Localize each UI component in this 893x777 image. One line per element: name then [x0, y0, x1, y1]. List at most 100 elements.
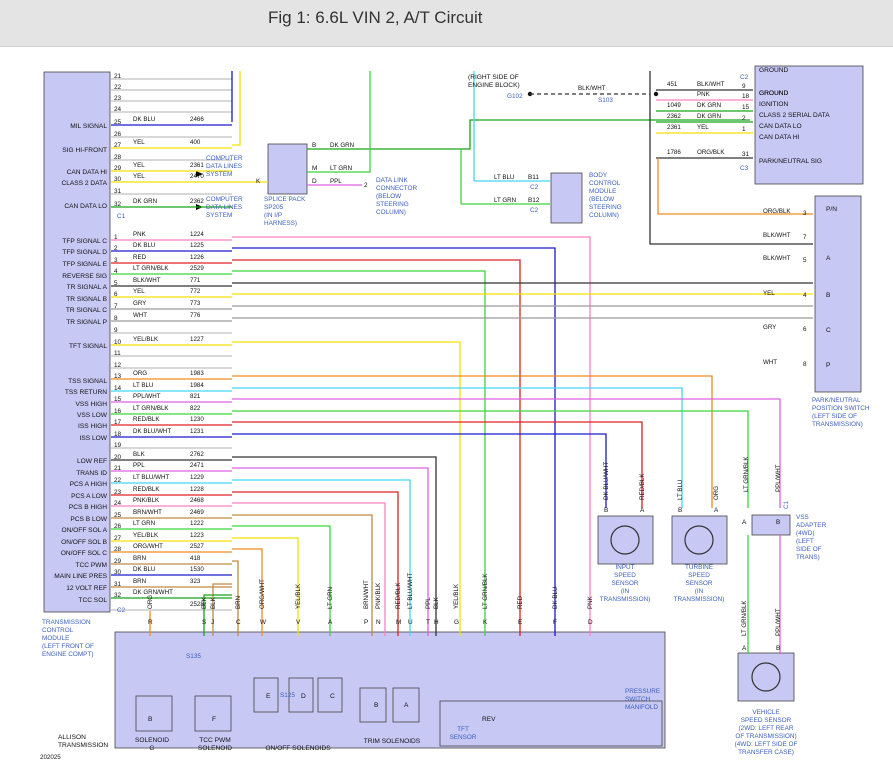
tcm-pin: 24 — [114, 500, 122, 507]
wire-circuit: 773 — [190, 300, 201, 307]
tcm-signal-label: TFP SIGNAL C — [62, 238, 107, 245]
dlc-pin: 2 — [364, 182, 368, 189]
wire-circuit: 2762 — [190, 451, 204, 458]
wire-color: YEL — [133, 288, 145, 295]
pnp-switch-box — [814, 195, 862, 393]
ecm-signal-label: CLASS 2 SERIAL DATA — [759, 112, 830, 119]
wire-color: BRN/WHT — [133, 509, 162, 516]
computer-data-lines-ref-2: DATA LINES — [206, 204, 242, 211]
tcm-signal-label: TR SIGNAL P — [66, 319, 107, 326]
ecm-conn-c2: C2 — [740, 74, 749, 81]
wire — [232, 514, 373, 636]
wire — [232, 525, 331, 636]
trans-wire-color: RED/BLK — [395, 582, 402, 609]
pnp-switch-label: POSITION SWITCH — [812, 405, 870, 412]
wire — [232, 341, 461, 636]
tcm-pin: 7 — [114, 303, 118, 310]
iss-wire-color: RED/BLK — [639, 473, 646, 500]
computer-data-lines-ref-2: COMPUTER — [206, 196, 243, 203]
tcm-pin: 21 — [114, 465, 122, 472]
trans-wire-color: PPL — [425, 597, 432, 609]
tcm-signal-label: TSS RETURN — [65, 389, 107, 396]
splice-pack-label: SPLICE PACK — [264, 196, 306, 203]
dlc-label: COLUMN) — [376, 209, 406, 216]
tcm-signal-label: ON/OFF SOL A — [61, 527, 107, 534]
wire-color: LT GRN — [133, 520, 155, 527]
wire-circuit: 1230 — [190, 416, 204, 423]
pnp-wire-color: BLK/WHT — [763, 255, 791, 262]
wire-color: RED/BLK — [133, 416, 160, 423]
bcm-pin: B12 — [528, 197, 540, 204]
ecm-pin: 9 — [742, 83, 746, 90]
wire-circuit: 1231 — [190, 428, 204, 435]
vss-adapter-wire-color: LT GRN/BLK — [743, 456, 750, 492]
wire — [232, 398, 781, 508]
tft-sensor-label: TFT — [457, 726, 469, 733]
tcm-signal-label: TSS SIGNAL — [68, 378, 107, 385]
wire — [232, 387, 683, 508]
vss-pin: A — [742, 645, 747, 652]
g102-label: G102 — [507, 93, 523, 100]
vss-wire-color: PPL/WHT — [775, 608, 782, 636]
vss-adapter-label: TRANS) — [796, 554, 820, 561]
wire-circuit: 776 — [190, 312, 201, 319]
tcm-pin: 26 — [114, 131, 122, 138]
wire — [232, 479, 411, 636]
wire-color: GRY — [133, 300, 146, 307]
tcm-signal-label: TRANS ID — [76, 470, 107, 477]
wire — [232, 467, 429, 636]
tcm-pin: 27 — [114, 142, 122, 149]
tss-wire-color: ORG — [713, 486, 720, 500]
trans-connector-pin: S — [202, 619, 206, 626]
vss-adapter-pin: B — [776, 519, 780, 526]
tcm-caption: MODULE — [42, 635, 69, 642]
wire-circuit: 1227 — [190, 336, 204, 343]
wire — [307, 71, 371, 173]
tcm-signal-label: MIL SIGNAL — [70, 123, 107, 130]
tcm-signal-label: VSS HIGH — [75, 401, 107, 408]
tcc-solenoid-box — [194, 695, 232, 732]
wire-circuit: 2470 — [190, 173, 204, 180]
trans-wire-color: PNK — [587, 595, 594, 609]
splice-pack-label: (IN I/P — [264, 212, 282, 219]
tcm-pin: 6 — [114, 291, 118, 298]
trans-wire-color: LT BLU/WHT — [407, 573, 414, 609]
wire-color: LT GRN/BLK — [133, 405, 169, 412]
tcm-signal-label: PCS A HIGH — [70, 481, 108, 488]
iss-pin: B — [604, 507, 608, 514]
splice-pin-m: M — [312, 165, 317, 172]
trans-wire-color: LT GRN/BLK — [482, 573, 489, 609]
tcm-signal-label: PCS B LOW — [70, 516, 107, 523]
wire-color: DK BLU — [133, 242, 155, 249]
iss-coil-icon — [610, 525, 640, 555]
trans-wire-color: RED — [517, 595, 524, 609]
tft-sensor-label: SENSOR — [450, 734, 477, 741]
bcm-wire-color: LT BLU — [494, 174, 514, 181]
trans-connector-pin: J — [211, 619, 214, 626]
solenoid-g-label: G — [149, 745, 154, 752]
wire — [232, 375, 713, 508]
vss-adapter-label: VSS — [796, 514, 809, 521]
tcm-signal-label: CAN DATA LO — [64, 203, 107, 210]
tcm-pin: 25 — [114, 512, 122, 519]
wire-color: ORG — [133, 370, 147, 377]
ecm-signal-label: GROUND — [759, 90, 789, 97]
arrow-icon — [196, 171, 203, 177]
tss-pin: B — [678, 507, 682, 514]
trans-connector-pin: T — [426, 619, 430, 626]
tcm-pin: 4 — [114, 268, 118, 275]
wire-color: BRN — [133, 578, 146, 585]
tcm-pin: 30 — [114, 176, 122, 183]
splice-wire-color: PPL — [330, 178, 342, 185]
tcm-pin: 32 — [114, 201, 122, 208]
pnp-pin: 7 — [803, 234, 807, 241]
ecm-pin: 1 — [742, 126, 746, 133]
tcm-signal-label: TR SIGNAL B — [66, 296, 107, 303]
tcm-signal-label: TCC PWM — [76, 562, 108, 569]
psm-label: MANIFOLD — [625, 704, 658, 711]
dlc-label: STEERING — [376, 201, 409, 208]
vss-adapter-box — [751, 514, 791, 536]
tcm-signal-label: TFP SIGNAL D — [62, 249, 107, 256]
vss-adapter-label: (LEFT — [796, 538, 814, 545]
trans-connector-pin: E — [518, 619, 522, 626]
